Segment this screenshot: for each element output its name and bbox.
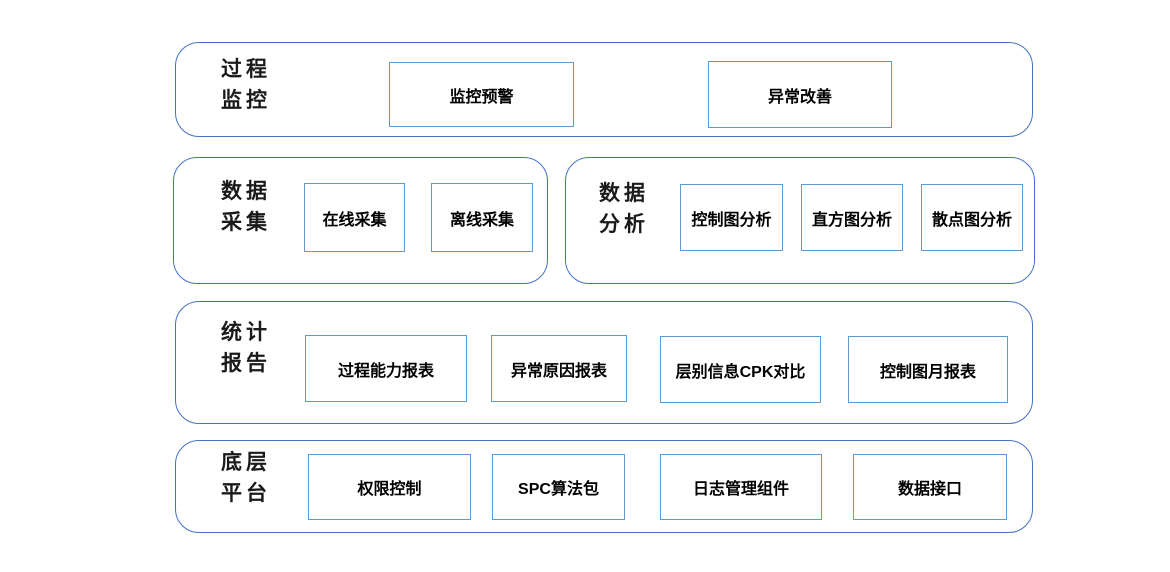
node-anomaly-cause-report: 异常原因报表 [491,335,627,402]
node-data-interface: 数据接口 [853,454,1007,520]
label-line: 数据 [221,179,271,203]
layer-process-monitoring: 过程 监控 监控预警 异常改善 [175,42,1033,137]
layer-label-data-analysis: 数据 分析 [599,178,649,240]
label-line: 监控 [221,88,271,112]
node-offline-collection: 离线采集 [431,183,533,252]
node-process-capability-report: 过程能力报表 [305,335,467,402]
node-log-management-component: 日志管理组件 [660,454,822,520]
node-permission-control: 权限控制 [308,454,471,520]
label-line: 平台 [221,481,271,505]
node-online-collection: 在线采集 [304,183,405,252]
label-line: 过程 [221,57,271,81]
node-anomaly-improvement: 异常改善 [708,61,892,128]
label-line: 统计 [221,320,271,344]
layer-label-data-collection: 数据 采集 [221,176,271,238]
layer-data-collection: 数据 采集 在线采集 离线采集 [173,157,548,284]
node-cpk-comparison: 层别信息CPK对比 [660,336,821,403]
node-spc-algorithm-package: SPC算法包 [492,454,625,520]
layer-statistics-report: 统计 报告 过程能力报表 异常原因报表 层别信息CPK对比 控制图月报表 [175,301,1033,424]
label-line: 采集 [221,210,271,234]
label-line: 报告 [221,351,271,375]
node-histogram-analysis: 直方图分析 [801,184,903,251]
layer-label-base-platform: 底层 平台 [221,447,271,509]
label-line: 底层 [221,450,271,474]
layer-base-platform: 底层 平台 权限控制 SPC算法包 日志管理组件 数据接口 [175,440,1033,533]
node-control-chart-analysis: 控制图分析 [680,184,783,251]
node-monitor-warning: 监控预警 [389,62,574,127]
layer-data-analysis: 数据 分析 控制图分析 直方图分析 散点图分析 [565,157,1035,284]
label-line: 分析 [599,212,649,236]
layer-label-statistics-report: 统计 报告 [221,317,271,379]
node-control-chart-monthly-report: 控制图月报表 [848,336,1008,403]
layer-label-process-monitoring: 过程 监控 [221,54,271,116]
label-line: 数据 [599,181,649,205]
node-scatter-analysis: 散点图分析 [921,184,1023,251]
